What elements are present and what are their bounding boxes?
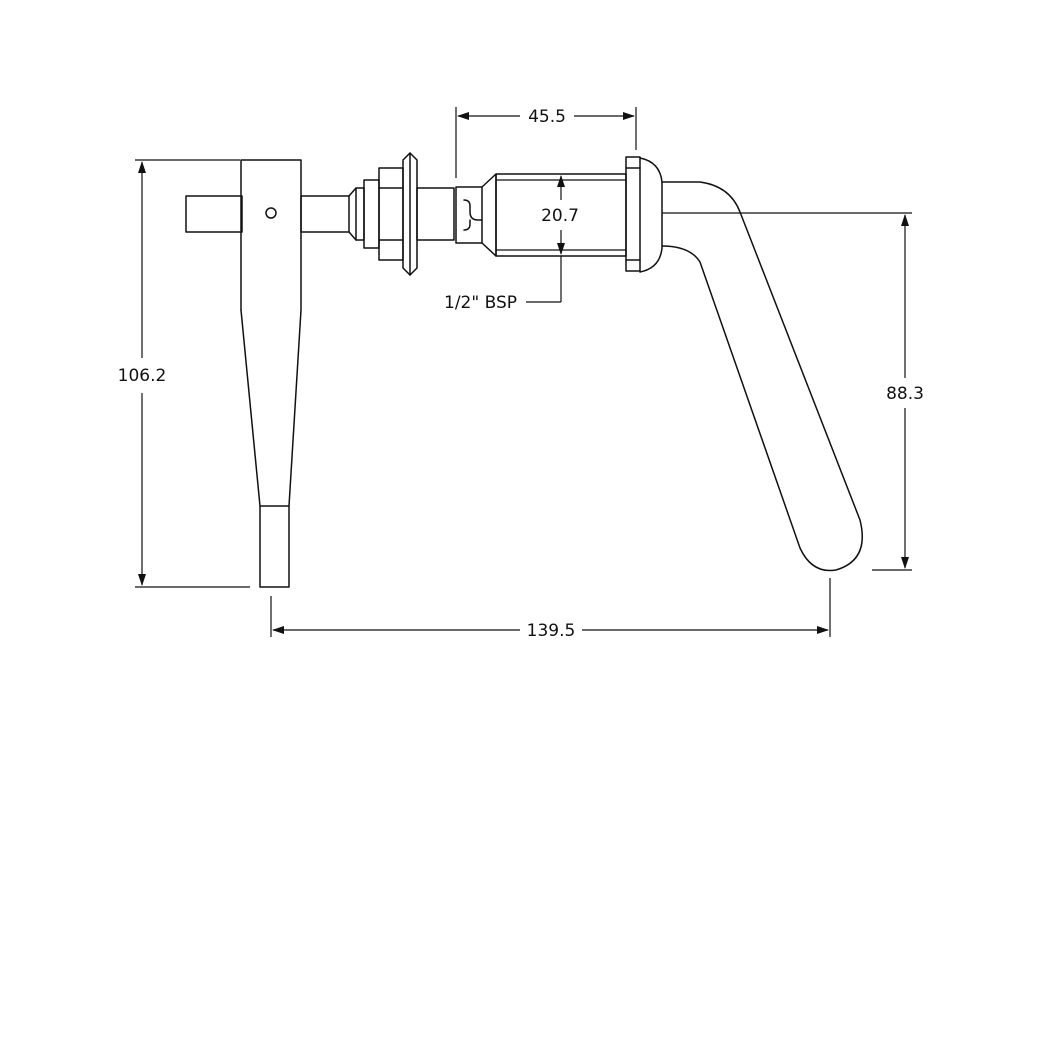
hex-nut [363,179,380,249]
dim-thread-label: 20.7 [541,206,579,226]
slot-icon [463,199,483,221]
cone [481,173,497,257]
thread-spec-label: 1/2" BSP [444,293,517,313]
tapered-handle-body [240,159,302,588]
dim-width-label: 139.5 [527,621,576,641]
dim-drop-label: 88.3 [886,384,924,404]
right-lever-part [455,156,864,572]
rose-dome [639,157,663,273]
dimension-width-overall: 139.5 [270,578,831,641]
dimension-thread-diameter: 20.7 [541,175,579,302]
dim-offset-label: 45.5 [528,107,566,127]
slotted-end [455,186,483,244]
dimension-lever-drop: 88.3 [662,212,924,571]
dimension-spindle-offset: 45.5 [455,107,637,178]
shaft [300,195,350,233]
threaded-tail [416,187,455,241]
square-spindle [185,195,243,233]
lever-arm [661,181,864,572]
thread-spec-leader: 1/2" BSP [444,293,561,313]
pin-hole-icon [265,207,277,219]
nut-body [378,167,404,261]
left-handle-part [185,152,455,588]
dimension-height-overall: 106.2 [118,159,250,588]
rose-plate [625,156,641,272]
dim-height-label: 106.2 [118,366,167,386]
